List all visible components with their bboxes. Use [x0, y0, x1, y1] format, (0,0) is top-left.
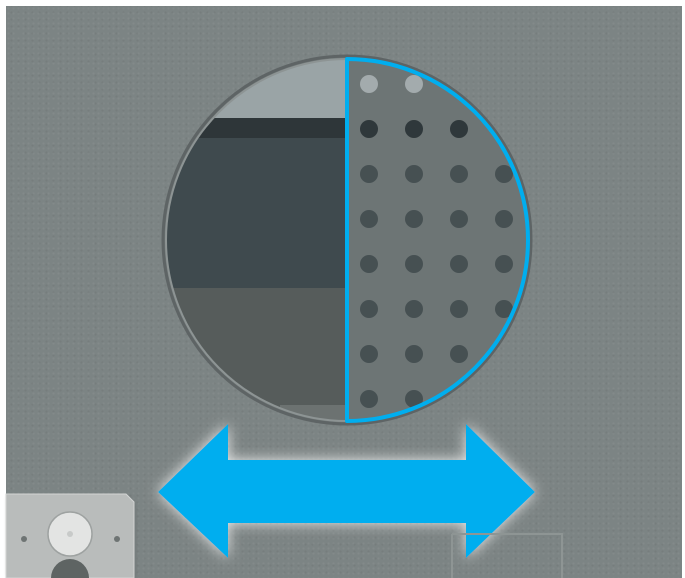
dot — [360, 210, 378, 228]
control-plate — [5, 493, 136, 578]
porthole-sky — [166, 59, 350, 125]
plate-screw-left — [21, 536, 27, 542]
dot — [495, 210, 513, 228]
dot — [495, 165, 513, 183]
dot — [405, 120, 423, 138]
dot — [450, 210, 468, 228]
dot — [360, 390, 378, 408]
porthole-wall — [166, 138, 350, 290]
dot — [405, 300, 423, 318]
dot — [405, 165, 423, 183]
dot — [360, 345, 378, 363]
plate-screw-right — [114, 536, 120, 542]
dot — [405, 210, 423, 228]
dot — [450, 120, 468, 138]
dot — [360, 165, 378, 183]
dot — [405, 75, 423, 93]
dot — [495, 255, 513, 273]
porthole-band — [166, 118, 350, 140]
bracket-lines — [451, 533, 563, 578]
dot — [405, 345, 423, 363]
dot-panel — [346, 59, 528, 421]
dot — [360, 255, 378, 273]
dot — [495, 300, 513, 318]
dot — [405, 390, 423, 408]
dot — [450, 300, 468, 318]
dot — [450, 165, 468, 183]
double-headed-arrow — [158, 424, 535, 558]
dot — [450, 255, 468, 273]
dot — [360, 120, 378, 138]
dot-grid-pattern — [360, 75, 513, 408]
porthole-window — [161, 54, 533, 426]
dot — [360, 300, 378, 318]
plate-socket — [51, 559, 89, 578]
selection-outline — [345, 57, 530, 423]
dot — [450, 345, 468, 363]
dot — [360, 75, 378, 93]
dot — [405, 255, 423, 273]
